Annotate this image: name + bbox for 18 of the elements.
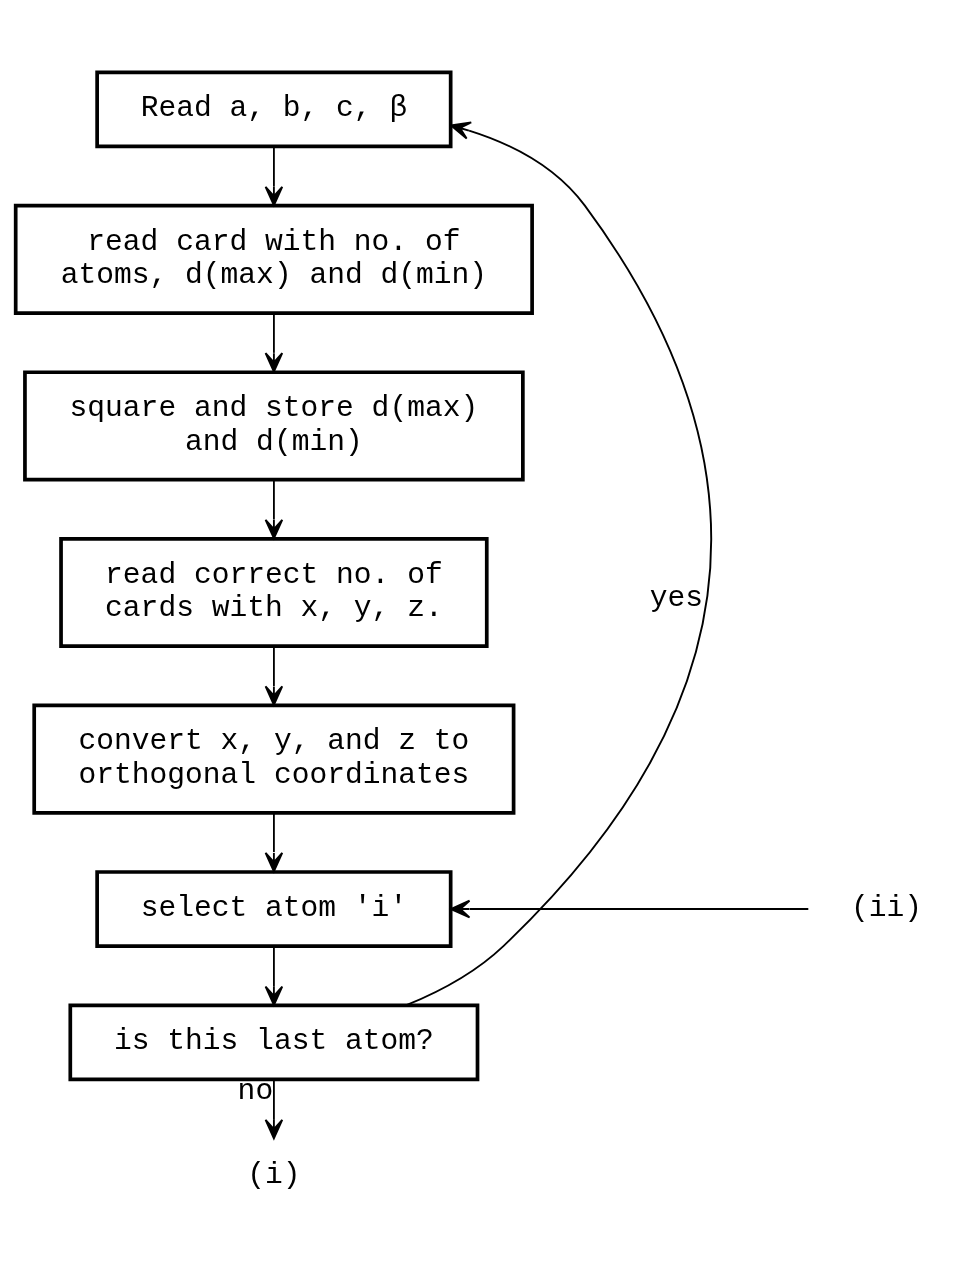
arrow bbox=[450, 899, 810, 918]
arrow bbox=[264, 312, 284, 373]
edge-label: yes bbox=[649, 580, 703, 615]
node-box: convert x, y, and z to orthogonal coordinates bbox=[32, 703, 516, 815]
arrow bbox=[264, 1078, 284, 1139]
node-box: square and store d(max) and d(min) bbox=[23, 369, 525, 481]
node-box: read card with no. of atoms, d(max) and d(min) bbox=[13, 203, 534, 315]
node-box: select atom 'i' bbox=[95, 869, 453, 948]
arrow bbox=[264, 478, 284, 539]
node-box: read correct no. of cards with x, y, z. bbox=[59, 536, 489, 648]
node-box: Read a, b, c, β bbox=[95, 70, 453, 148]
arrow bbox=[264, 811, 284, 872]
arrow bbox=[264, 645, 284, 706]
arrow bbox=[405, 121, 712, 1006]
node-text: (i) bbox=[247, 1157, 301, 1192]
node-text: (ii) bbox=[851, 890, 923, 925]
arrow bbox=[264, 145, 284, 206]
node-box: is this last atom? bbox=[68, 1002, 480, 1081]
